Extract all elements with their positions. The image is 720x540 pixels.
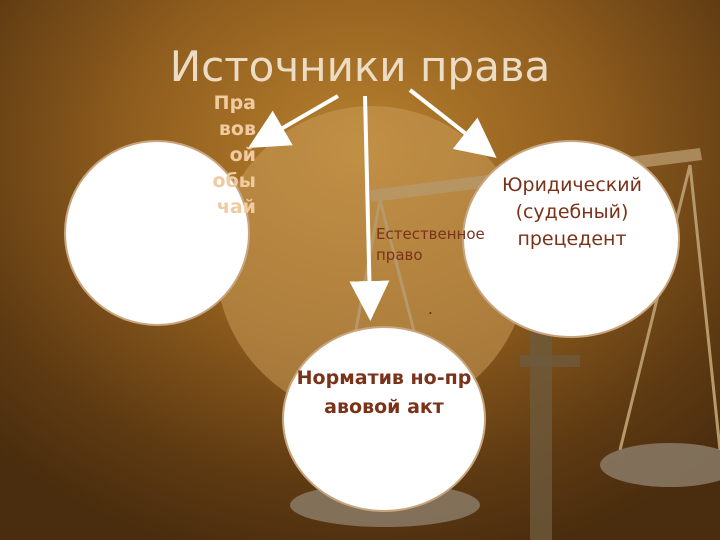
normative-act-circle [282,326,486,512]
natural-law-label: Естественное право [376,225,485,264]
arrow-to-precedent [408,88,497,158]
precedent-label: Юридический (судебный) прецедент [502,174,642,250]
normative-act-label: Норматив но-правовой акт [296,367,472,418]
custom-label: Правовой обычай [212,92,256,218]
custom-circle [64,140,250,326]
arrow-to-custom [248,94,340,149]
arrow-to-normative-act [349,95,390,321]
natural-law-mark: . [428,300,433,318]
slide-title: Источники права [169,42,551,91]
precedent-circle [462,140,680,338]
